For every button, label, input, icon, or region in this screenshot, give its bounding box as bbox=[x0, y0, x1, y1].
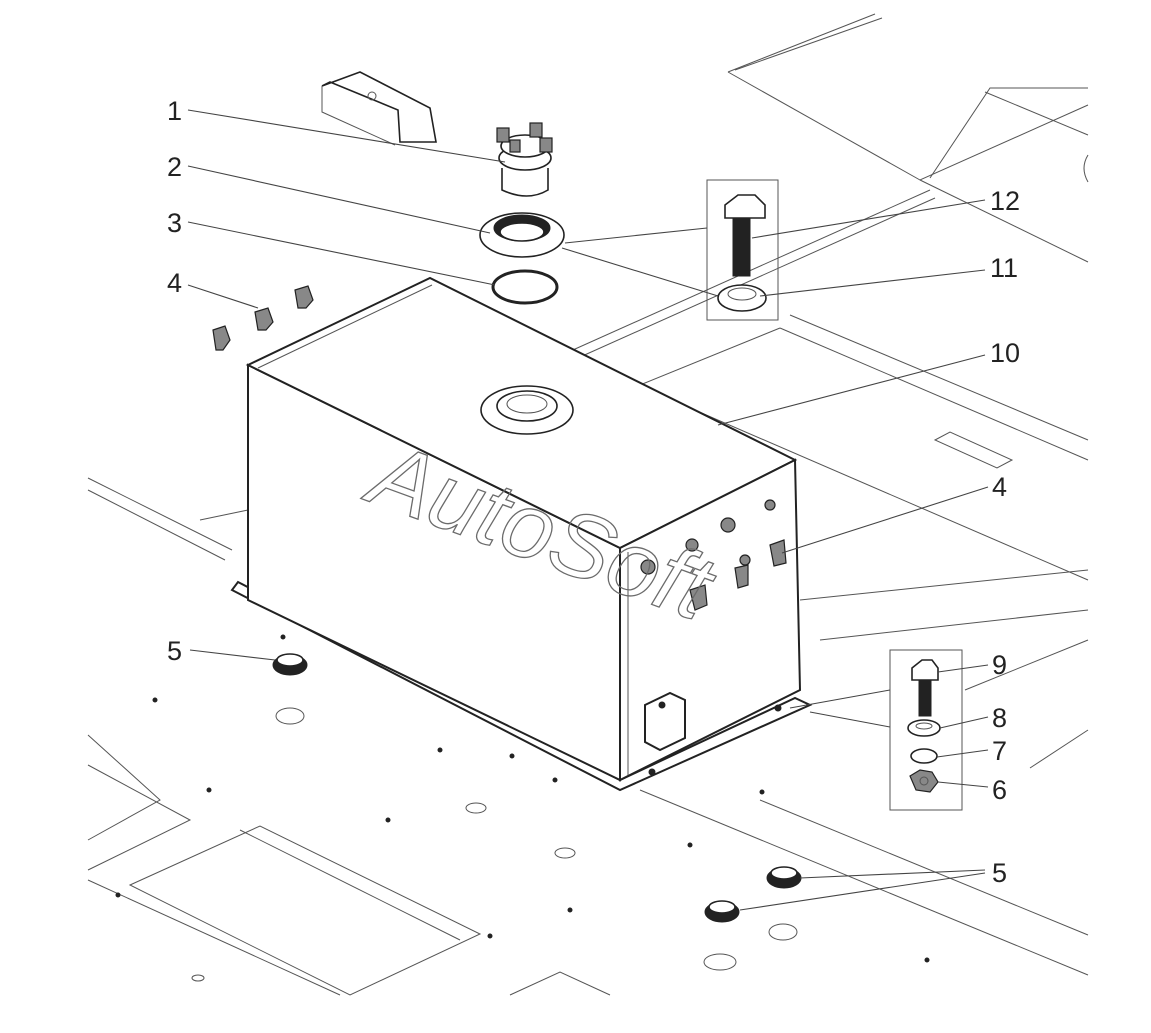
filler-flange bbox=[479, 212, 565, 258]
callout-12: 12 bbox=[990, 186, 1020, 216]
detail-box-lower bbox=[889, 649, 963, 811]
callout-7: 7 bbox=[992, 736, 1007, 766]
callout-6: 6 bbox=[992, 775, 1007, 805]
callout-4-left: 4 bbox=[167, 268, 182, 298]
callout-5-left: 5 bbox=[167, 636, 182, 666]
floor-holes bbox=[115, 634, 930, 982]
callout-5-right: 5 bbox=[992, 858, 1007, 888]
hydraulic-tank bbox=[230, 276, 813, 792]
callout-3: 3 bbox=[167, 208, 182, 238]
mounting-bracket bbox=[321, 71, 437, 146]
callout-11: 11 bbox=[990, 253, 1018, 283]
elbow-fittings-loose bbox=[212, 285, 314, 351]
detail-box-upper bbox=[706, 179, 779, 321]
callout-4-right: 4 bbox=[992, 472, 1007, 502]
floor-frame bbox=[87, 13, 1089, 996]
o-ring bbox=[491, 269, 559, 305]
leader-lines bbox=[187, 109, 989, 911]
callout-1: 1 bbox=[167, 96, 182, 126]
callout-8: 8 bbox=[992, 703, 1007, 733]
grommet-plugs bbox=[272, 653, 802, 923]
filler-cap bbox=[496, 122, 553, 197]
callout-labels: 1 2 3 4 5 12 11 10 4 9 8 7 6 5 bbox=[167, 96, 1020, 888]
callout-9: 9 bbox=[992, 650, 1007, 680]
callout-10: 10 bbox=[990, 338, 1020, 368]
callout-2: 2 bbox=[167, 152, 182, 182]
